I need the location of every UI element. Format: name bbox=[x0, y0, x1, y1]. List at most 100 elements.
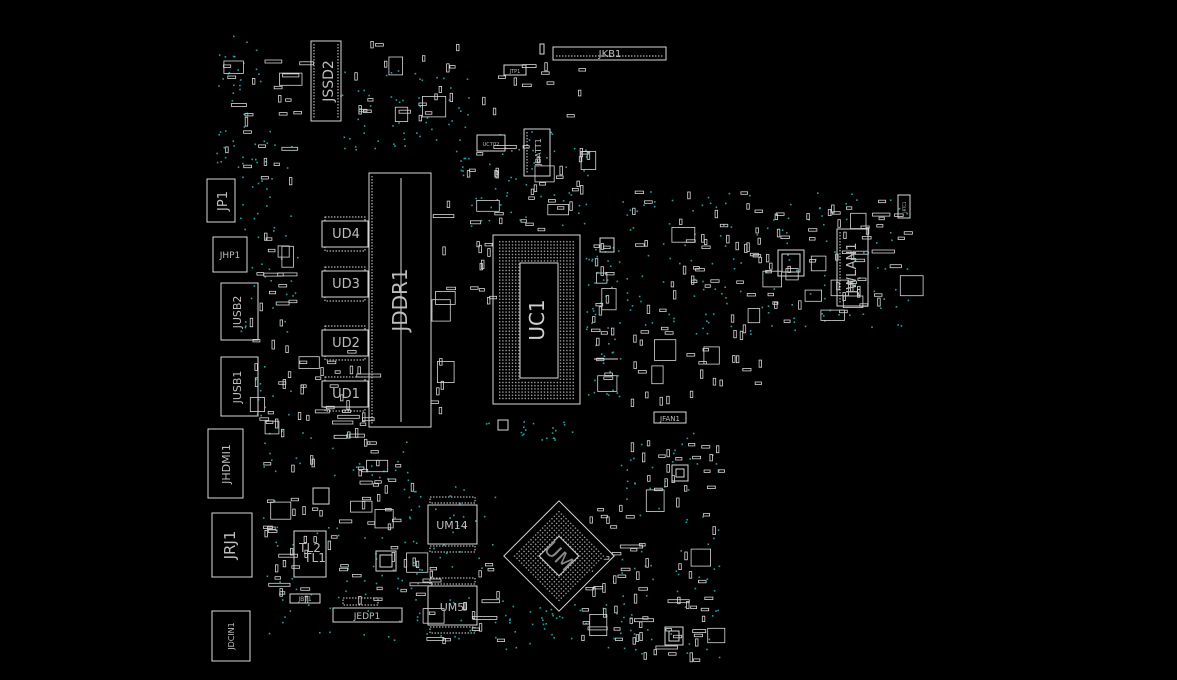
connector-jbt1[interactable]: JBT1 bbox=[289, 593, 321, 604]
via bbox=[891, 239, 893, 242]
connector-jhp1[interactable]: JHP1 bbox=[212, 236, 248, 273]
bga-ball bbox=[565, 527, 567, 530]
via bbox=[781, 229, 784, 231]
via bbox=[692, 210, 694, 212]
chip-hdmi-redriver[interactable] bbox=[312, 487, 330, 505]
chip-um14[interactable]: UM14 bbox=[427, 496, 478, 553]
chip-ud2[interactable]: UD2 bbox=[321, 325, 369, 361]
chip-uc1[interactable]: UC1 bbox=[492, 234, 581, 405]
bga-ball bbox=[511, 337, 514, 339]
chip-lan[interactable] bbox=[375, 550, 397, 572]
passive-component bbox=[572, 187, 579, 192]
bga-ball bbox=[508, 260, 510, 262]
via bbox=[259, 383, 262, 385]
via bbox=[216, 152, 218, 155]
via bbox=[654, 201, 656, 203]
passive-component bbox=[293, 111, 302, 115]
passive-component bbox=[271, 339, 275, 350]
via bbox=[445, 552, 448, 555]
passive-component bbox=[440, 380, 445, 390]
bga-ball bbox=[553, 250, 555, 252]
bga-ball bbox=[511, 279, 514, 281]
connector-jbatt1[interactable]: JBATT1 bbox=[523, 128, 551, 177]
chip-ud3[interactable]: UD3 bbox=[321, 266, 369, 302]
label-jdcin1: JDCIN1 bbox=[227, 622, 236, 651]
connector-jwlan1[interactable]: JWLAN1 bbox=[836, 228, 869, 307]
bga-ball bbox=[515, 372, 517, 374]
via bbox=[587, 284, 590, 286]
connector-jddr1[interactable]: JDDR1 bbox=[368, 172, 432, 428]
passive-component bbox=[528, 196, 535, 200]
bga-ball bbox=[555, 513, 558, 516]
connector-jfan1[interactable]: JFAN1 bbox=[653, 411, 687, 424]
bga-ball bbox=[515, 317, 517, 320]
passive-component bbox=[485, 563, 494, 567]
connector-jusb2[interactable]: JUSB2 bbox=[220, 282, 259, 341]
bga-ball bbox=[499, 292, 501, 294]
connector-jedp1[interactable]: JEDP1 bbox=[332, 607, 403, 623]
bga-ball bbox=[505, 295, 507, 297]
via bbox=[250, 297, 253, 300]
connector-jdcin1[interactable]: JDCIN1 bbox=[211, 610, 251, 662]
via bbox=[658, 507, 660, 510]
passive-component bbox=[653, 649, 657, 656]
chip-tl2[interactable]: TL2 TL1 bbox=[293, 530, 327, 578]
chip-ud1[interactable]: UD1 bbox=[321, 376, 369, 412]
via bbox=[369, 105, 372, 107]
via bbox=[873, 290, 876, 293]
bga-ball bbox=[502, 372, 504, 374]
via bbox=[379, 476, 381, 479]
bga-ball bbox=[502, 353, 504, 355]
bga-ball bbox=[569, 337, 571, 339]
chip-uc702[interactable]: UC702 bbox=[476, 134, 506, 152]
connector-jhdmi1[interactable]: JHDMI1 bbox=[207, 428, 244, 499]
bga-ball bbox=[527, 253, 530, 256]
connector-jrj1[interactable]: JRJ1 bbox=[211, 512, 253, 578]
via bbox=[220, 161, 222, 163]
via bbox=[269, 130, 271, 133]
bga-ball bbox=[505, 314, 507, 316]
connector-jusb1[interactable]: JUSB1 bbox=[220, 356, 259, 417]
chip-um5[interactable]: UM5 bbox=[427, 577, 478, 634]
passive-component bbox=[719, 223, 729, 228]
connector-jrtc[interactable]: JRTC1 bbox=[897, 194, 911, 219]
bga-ball bbox=[550, 388, 552, 390]
chip-pwm-1[interactable] bbox=[671, 464, 689, 482]
bga-ball bbox=[559, 356, 562, 358]
bga-ball bbox=[505, 381, 507, 384]
bga-ball bbox=[511, 391, 514, 393]
chip-um[interactable] bbox=[503, 500, 615, 612]
chip-wlan-controller[interactable] bbox=[777, 249, 805, 277]
chip-small[interactable] bbox=[599, 237, 615, 253]
via bbox=[629, 229, 632, 231]
connector-jtp1[interactable]: JTP1 bbox=[503, 64, 527, 76]
via bbox=[568, 192, 571, 194]
via bbox=[377, 140, 379, 142]
via bbox=[595, 344, 597, 347]
chip-ud4[interactable]: UD4 bbox=[321, 216, 369, 252]
passive-component bbox=[278, 284, 288, 288]
passive-component bbox=[730, 314, 735, 323]
bga-ball bbox=[520, 562, 523, 565]
bga-ball bbox=[562, 590, 565, 593]
bga-ball bbox=[572, 330, 574, 332]
passive-component bbox=[299, 360, 308, 365]
passive-component bbox=[703, 513, 710, 517]
connector-jssd2[interactable]: JSSD2 bbox=[310, 40, 342, 122]
bga-ball bbox=[569, 527, 572, 530]
bga-ball bbox=[544, 534, 546, 537]
chip-small[interactable] bbox=[497, 419, 509, 431]
via bbox=[272, 395, 274, 397]
passive-component bbox=[431, 299, 451, 322]
bga-ball bbox=[518, 333, 520, 336]
chip-die bbox=[781, 253, 801, 273]
bga-ball bbox=[563, 244, 565, 246]
via bbox=[649, 487, 651, 490]
connector-jkb1[interactable]: JKB1 bbox=[552, 46, 667, 61]
bga-ball bbox=[537, 385, 539, 387]
passive-component bbox=[258, 144, 266, 148]
chip-pwm-2[interactable] bbox=[664, 626, 684, 646]
connector-jp1[interactable]: JP1 bbox=[206, 178, 236, 223]
via bbox=[695, 333, 698, 335]
bga-ball bbox=[527, 394, 530, 396]
